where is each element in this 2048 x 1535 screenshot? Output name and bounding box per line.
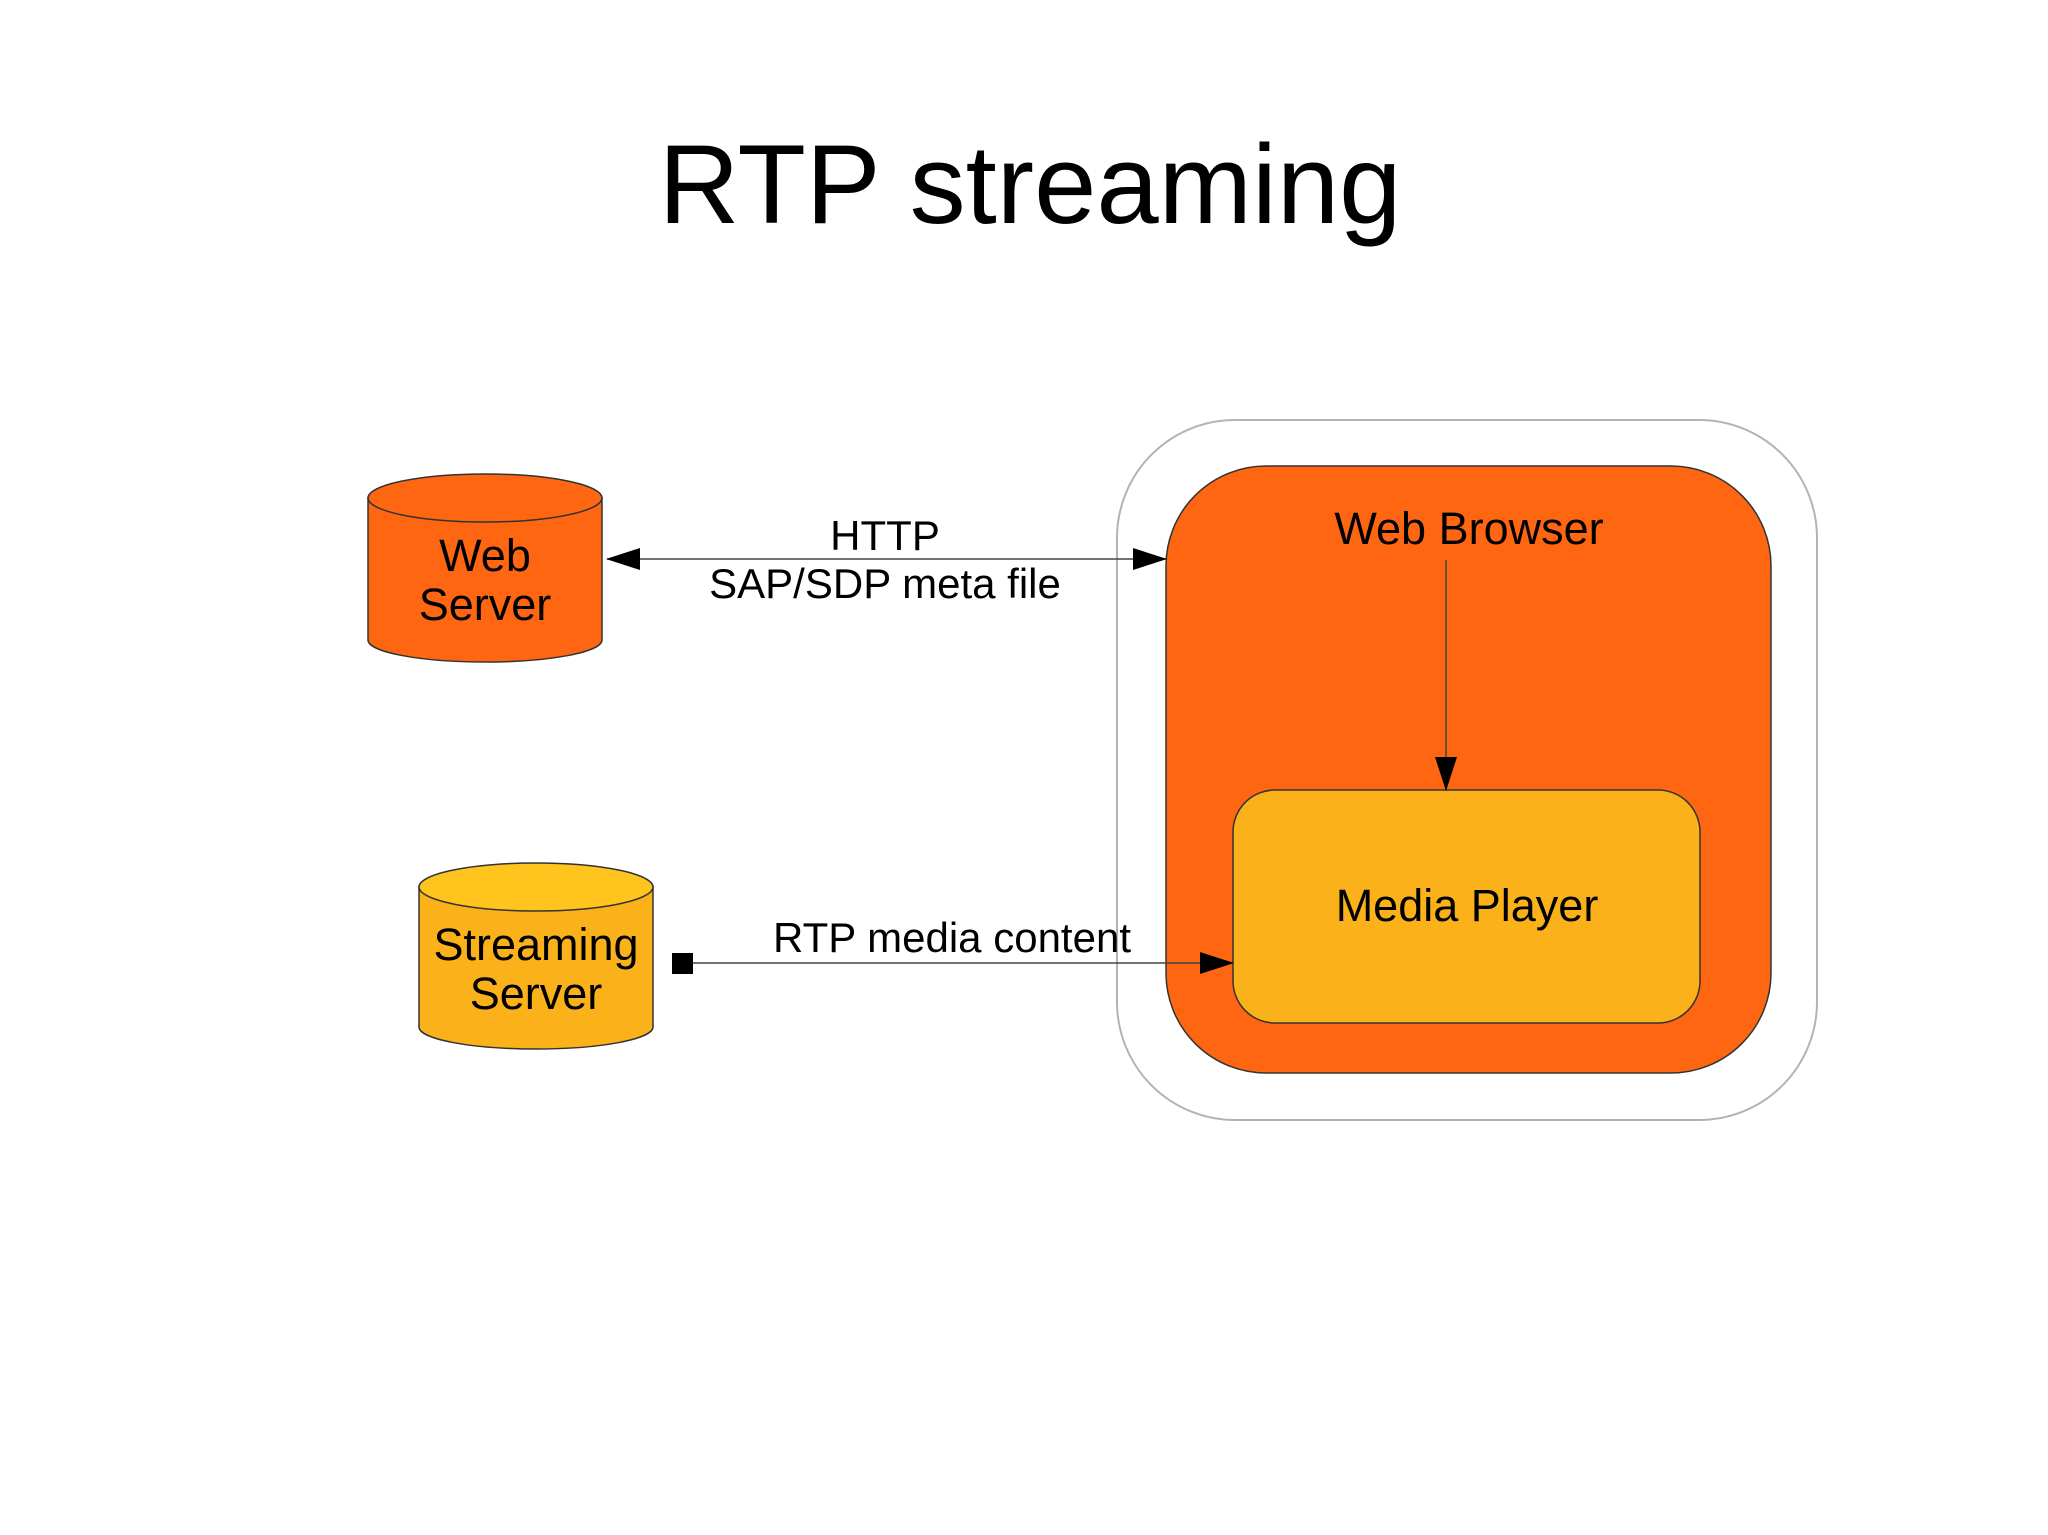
streaming-server-label-line2: Server [470,968,603,1019]
web-server-cylinder [367,473,603,663]
web-browser-label: Web Browser [1334,503,1603,554]
web-server-label-line2: Server [419,579,552,630]
http-label-line2: SAP/SDP meta file [709,560,1061,607]
streaming-server-label-line1: Streaming [433,919,638,970]
http-label-line1: HTTP [830,512,940,559]
page-title: RTP streaming [659,122,1402,247]
media-player-box [1232,789,1701,1024]
rtp-source-marker [672,953,693,974]
rtp-label: RTP media content [773,914,1131,961]
media-player-label: Media Player [1336,880,1599,931]
web-server-label-line1: Web [439,530,531,581]
browser-outer-frame [1116,419,1818,1121]
streaming-server-cylinder [418,862,654,1050]
